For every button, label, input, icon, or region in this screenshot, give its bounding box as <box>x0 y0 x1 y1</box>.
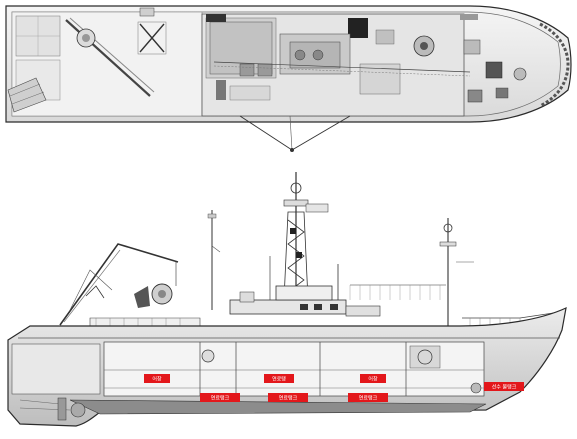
compartment-label-tank-1: 연료탱크 <box>200 393 240 402</box>
profile-masts <box>207 172 474 330</box>
compartment-label-tank-3: 연료탱크 <box>348 393 388 402</box>
plan-bulwark <box>11 11 561 117</box>
plan-stern-deck <box>7 11 203 117</box>
compartment-label-hold-2: 연료탱 <box>264 374 294 383</box>
svg-text:연료탱크: 연료탱크 <box>359 395 378 402</box>
profile-stern-crane <box>59 243 179 326</box>
svg-text:연료탱크: 연료탱크 <box>211 395 230 402</box>
profile-compartments <box>11 341 485 421</box>
plan-bow-fender <box>539 22 570 108</box>
profile-view: 어창 연료탱 어창 연료탱크 연료탱크 연료탱크 선수 물탱크 <box>7 172 567 427</box>
svg-text:어창: 어창 <box>368 376 378 383</box>
svg-text:어창: 어창 <box>152 376 162 383</box>
compartment-label-hold-3: 어창 <box>360 374 386 383</box>
profile-superstructure <box>89 285 561 328</box>
svg-text:연료탱크: 연료탱크 <box>279 395 298 402</box>
plan-net-drum <box>137 21 167 55</box>
profile-keel <box>69 399 487 415</box>
plan-forecastle <box>460 14 527 103</box>
compartment-label-bow-tank: 선수 물탱크 <box>484 382 524 391</box>
plan-outrigger-booms <box>239 115 351 152</box>
plan-view <box>5 5 572 152</box>
svg-text:연료탱: 연료탱 <box>272 376 286 383</box>
compartment-label-hold-1: 어창 <box>144 374 170 383</box>
plan-deckhouse <box>201 13 471 117</box>
svg-text:선수 물탱크: 선수 물탱크 <box>492 384 517 391</box>
compartment-label-tank-2: 연료탱크 <box>268 393 308 402</box>
plan-crane-boom <box>65 7 155 97</box>
